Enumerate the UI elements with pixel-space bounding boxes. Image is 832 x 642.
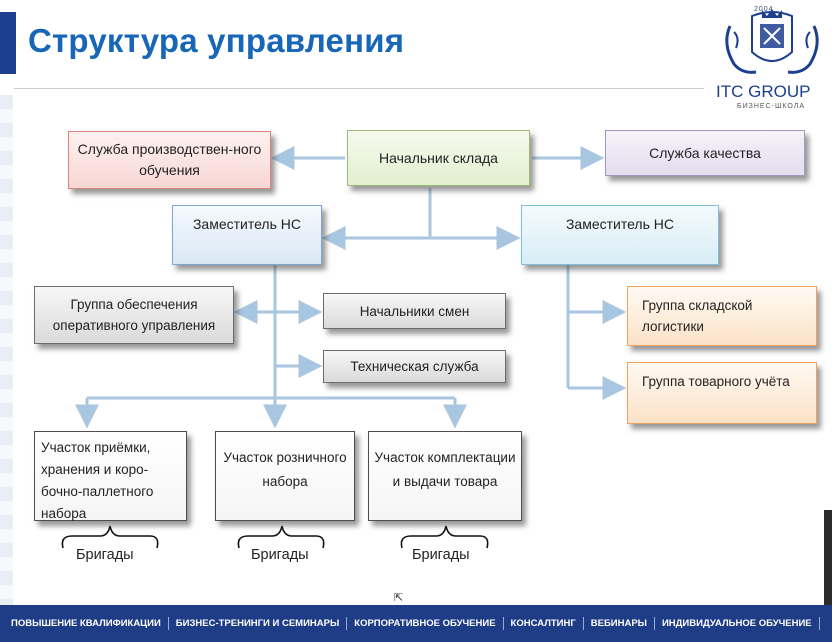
page-title: Структура управления bbox=[28, 22, 405, 59]
node-ops-support-group: Группа обеспечения оперативного управлен… bbox=[34, 286, 234, 344]
title-divider bbox=[14, 88, 704, 89]
footer-link-corporate[interactable]: КОРПОРАТИВНОЕ ОБУЧЕНИЕ bbox=[347, 617, 504, 630]
mouse-cursor-icon: ⇱ bbox=[394, 592, 404, 604]
footer-nav: ПОВЫШЕНИЕ КВАЛИФИКАЦИИ БИЗНЕС-ТРЕНИНГИ И… bbox=[0, 605, 832, 642]
node-warehouse-head: Начальник склада bbox=[347, 130, 530, 186]
itc-group-logo: 2004 ITC GROUP БИЗНЕС-ШКОЛА bbox=[712, 4, 832, 116]
logo-year: 2004 bbox=[754, 6, 774, 13]
node-deputy-left: Заместитель НС bbox=[172, 205, 322, 265]
logo-name: ITC GROUP bbox=[716, 82, 811, 101]
node-deputy-right: Заместитель НС bbox=[521, 205, 719, 265]
node-quality-service: Служба качества bbox=[605, 130, 805, 176]
node-shift-heads: Начальники смен bbox=[323, 293, 506, 329]
brace-center bbox=[237, 525, 325, 549]
node-training-service: Служба производствен-ного обучения bbox=[68, 131, 271, 189]
node-technical-service: Техническая служба bbox=[323, 350, 506, 383]
footer-link-webinars[interactable]: ВЕБИНАРЫ bbox=[584, 617, 655, 630]
brigades-label-right: Бригады bbox=[412, 547, 470, 563]
footer-link-individual[interactable]: ИНДИВИДУАЛЬНОЕ ОБУЧЕНИЕ bbox=[655, 617, 820, 630]
side-decor-pattern bbox=[0, 95, 13, 605]
node-logistics-group: Группа складской логистики bbox=[627, 286, 817, 346]
node-accounting-group: Группа товарного учёта bbox=[627, 362, 817, 424]
footer-link-consulting[interactable]: КОНСАЛТИНГ bbox=[504, 617, 584, 630]
logo-subtitle: БИЗНЕС-ШКОЛА bbox=[737, 103, 806, 110]
node-section-receiving: Участок приёмки, хранения и коро-бочно-п… bbox=[34, 431, 187, 521]
brigades-label-left: Бригады bbox=[76, 547, 134, 563]
title-accent-bar bbox=[0, 12, 16, 74]
logo-emblem-icon bbox=[725, 9, 819, 74]
brace-left bbox=[61, 525, 159, 549]
node-section-retail: Участок розничного набора bbox=[215, 431, 355, 521]
brigades-label-center: Бригады bbox=[251, 547, 309, 563]
brace-right bbox=[400, 525, 489, 549]
footer-link-trainings[interactable]: БИЗНЕС-ТРЕНИНГИ И СЕМИНАРЫ bbox=[169, 617, 348, 630]
footer-link-qualification[interactable]: ПОВЫШЕНИЕ КВАЛИФИКАЦИИ bbox=[0, 617, 169, 630]
node-section-picking: Участок комплектации и выдачи товара bbox=[368, 431, 522, 521]
edge-panel bbox=[824, 510, 832, 605]
